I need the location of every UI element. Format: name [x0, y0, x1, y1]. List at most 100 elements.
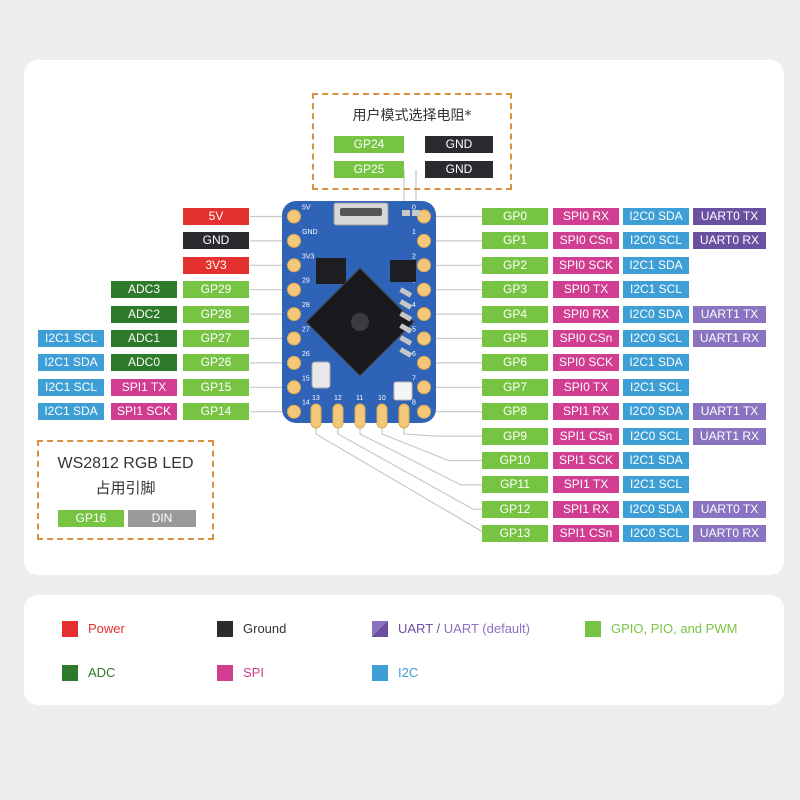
ws2812-title: WS2812 RGB LED: [57, 455, 194, 472]
board-silk-label: GND: [302, 229, 318, 236]
right-pin-0-2: I2C0 SDA: [623, 208, 689, 225]
smd-component: [399, 287, 413, 298]
right-pin-5-3: UART1 RX: [693, 330, 766, 347]
legend-uart-swatch: [372, 621, 388, 637]
right-pin-9-0: GP9: [482, 427, 548, 445]
right-pin-4-3: UART1 TX: [693, 305, 766, 323]
right-pin-13-2: I2C0 SCL: [623, 525, 689, 543]
board-pad: [287, 355, 301, 370]
left-pin-0-0: 5V: [183, 208, 249, 225]
right-pin-0-0: GP0: [482, 208, 548, 225]
right-pin-9-1: SPI1 CSn: [553, 427, 619, 445]
right-pin-4-1: SPI0 RX: [553, 305, 619, 323]
right-pin-12-1: SPI1 RX: [553, 500, 619, 518]
boot-button-icon: [311, 361, 331, 389]
left-pin-6-1: ADC0: [111, 354, 177, 372]
right-pin-13-3: UART0 RX: [693, 525, 766, 543]
right-pin-5-0: GP5: [482, 330, 548, 347]
select-resistor-title: 用户模式选择电阻*: [352, 108, 472, 124]
smd-component: [399, 347, 413, 358]
select-gpio-label: GP24: [334, 136, 404, 153]
board-silk-label: 14: [302, 400, 310, 407]
smd-component: [399, 323, 413, 334]
right-pin-2-0: GP2: [482, 256, 548, 274]
board-silk-label: 27: [302, 327, 310, 334]
right-pin-7-0: GP7: [482, 378, 548, 396]
bottom-pin-connector: [403, 428, 482, 437]
select-resistor-box: [312, 93, 512, 190]
board-pad: [287, 258, 301, 273]
board-bottom-pad: [376, 403, 388, 429]
right-pin-1-2: I2C0 SCL: [623, 232, 689, 250]
board-bottom-pad: [332, 403, 344, 429]
board-pad: [417, 282, 431, 297]
left-pin-6-2: GP26: [183, 354, 249, 372]
right-pin-5-2: I2C0 SCL: [623, 330, 689, 347]
left-pin-6-0: I2C1 SDA: [38, 354, 104, 372]
left-pin-5-0: I2C1 SCL: [38, 330, 104, 347]
bottom-pin-connector: [359, 428, 482, 486]
board-silk-label: 12: [334, 395, 342, 402]
select-resistor-pad: [402, 210, 410, 216]
right-pin-5-1: SPI0 CSn: [553, 330, 619, 347]
right-pin-9-2: I2C0 SCL: [623, 427, 689, 445]
board-silk-label: 6: [412, 351, 416, 358]
right-pin-6-2: I2C1 SDA: [623, 354, 689, 372]
board-silk-label: 1: [412, 229, 416, 236]
legend-ground-swatch: [217, 621, 233, 637]
right-pin-1-1: SPI0 CSn: [553, 232, 619, 250]
legend-adc-label: ADC: [88, 665, 116, 680]
board-pad: [287, 233, 301, 248]
right-pin-13-1: SPI1 CSn: [553, 525, 619, 543]
legend-i2c-label: I2C: [398, 665, 419, 680]
select-gnd-label: GND: [425, 161, 493, 178]
select-gpio-label: GP25: [334, 161, 404, 178]
board-silk-label: 13: [312, 395, 320, 402]
left-pin-5-1: ADC1: [111, 330, 177, 347]
raspberry-logo-icon: [351, 313, 369, 331]
right-pin-8-2: I2C0 SDA: [623, 403, 689, 421]
smd-component: [399, 299, 413, 310]
board-silk-label: 11: [356, 395, 363, 402]
board-bottom-pad: [310, 403, 322, 429]
right-pin-11-0: GP11: [482, 476, 548, 494]
board-bottom-pad: [354, 403, 366, 429]
right-pin-1-3: UART0 RX: [693, 232, 766, 250]
right-pin-10-0: GP10: [482, 452, 548, 469]
board-pad: [417, 258, 431, 273]
right-pin-11-1: SPI1 TX: [553, 476, 619, 494]
right-pin-12-0: GP12: [482, 500, 548, 518]
right-pin-13-0: GP13: [482, 525, 548, 543]
board-silk-label: 4: [412, 302, 416, 309]
left-pin-7-0: I2C1 SCL: [38, 378, 104, 396]
board-silk-label: 5: [412, 327, 416, 334]
right-pin-2-1: SPI0 SCK: [553, 256, 619, 274]
board-silk-label: 7: [412, 375, 416, 382]
left-pin-8-1: SPI1 SCK: [111, 403, 177, 421]
right-pin-8-0: GP8: [482, 403, 548, 421]
board-pad: [417, 307, 431, 322]
usb-c-port: [340, 208, 382, 216]
legend-spi-swatch: [217, 665, 233, 681]
right-pin-9-3: UART1 RX: [693, 427, 766, 445]
legend-power-label: Power: [88, 621, 125, 636]
right-pin-8-1: SPI1 RX: [553, 403, 619, 421]
legend-i2c-swatch: [372, 665, 388, 681]
left-pin-7-1: SPI1 TX: [111, 378, 177, 396]
board-silk-label: 10: [378, 395, 386, 402]
board-pad: [287, 380, 301, 395]
board-silk-label: 28: [302, 302, 310, 309]
board-pad: [287, 209, 301, 224]
board-silk-label: 15: [302, 375, 310, 382]
legend-power-swatch: [62, 621, 78, 637]
bottom-pin-connector: [337, 428, 482, 510]
ws2812-box: [37, 440, 214, 540]
ws2812-gpio-label: GP16: [58, 510, 124, 527]
right-pin-12-3: UART0 TX: [693, 500, 766, 518]
right-pin-0-1: SPI0 RX: [553, 208, 619, 225]
board-pad: [417, 380, 431, 395]
ws2812-din-label: DIN: [128, 510, 196, 527]
right-pin-7-2: I2C1 SCL: [623, 378, 689, 396]
pico-board: 5VGND3V3292827261514012345678131211109: [282, 201, 436, 429]
